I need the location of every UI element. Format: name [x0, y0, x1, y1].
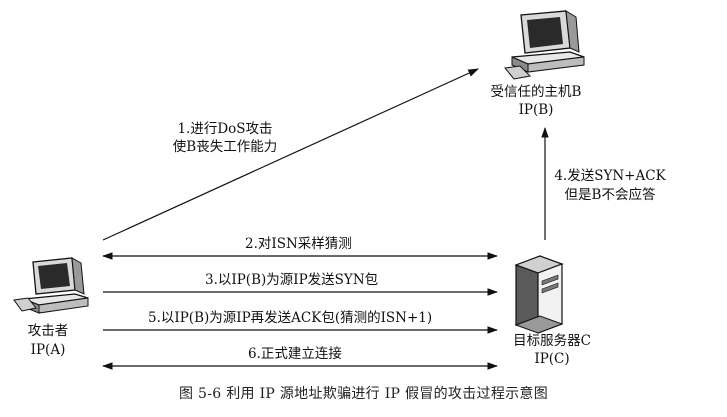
step4-label-line2: 但是B不会应答	[564, 187, 656, 203]
step5-label: 5.以IP(B)为源IP再发送ACK包(猜测的ISN+1)	[148, 310, 433, 326]
arrow-dos-attack	[102, 68, 479, 241]
attacker-name: 攻击者	[27, 323, 69, 339]
trusted-host-name: 受信任的主机B	[490, 84, 582, 100]
step3-label: 3.以IP(B)为源IP发送SYN包	[205, 272, 379, 288]
attacker-computer-icon	[13, 257, 89, 314]
target-server-name: 目标服务器C	[513, 333, 591, 349]
target-server-ip: IP(C)	[534, 351, 570, 367]
step1-label-line1: 1.进行DoS攻击	[177, 121, 273, 137]
trusted-host-computer-icon	[504, 10, 585, 80]
target-server-tower-icon	[514, 255, 564, 334]
trusted-host-ip: IP(B)	[518, 102, 554, 118]
attacker-ip: IP(A)	[30, 342, 66, 358]
step4-label-line1: 4.发送SYN+ACK	[554, 168, 666, 184]
step2-label: 2.对ISN采样猜测	[245, 236, 352, 252]
figure-caption: 图 5-6 利用 IP 源地址欺骗进行 IP 假冒的攻击过程示意图	[178, 386, 549, 402]
step6-label: 6.正式建立连接	[248, 346, 342, 362]
step1-label-line2: 使B丧失工作能力	[172, 139, 278, 155]
